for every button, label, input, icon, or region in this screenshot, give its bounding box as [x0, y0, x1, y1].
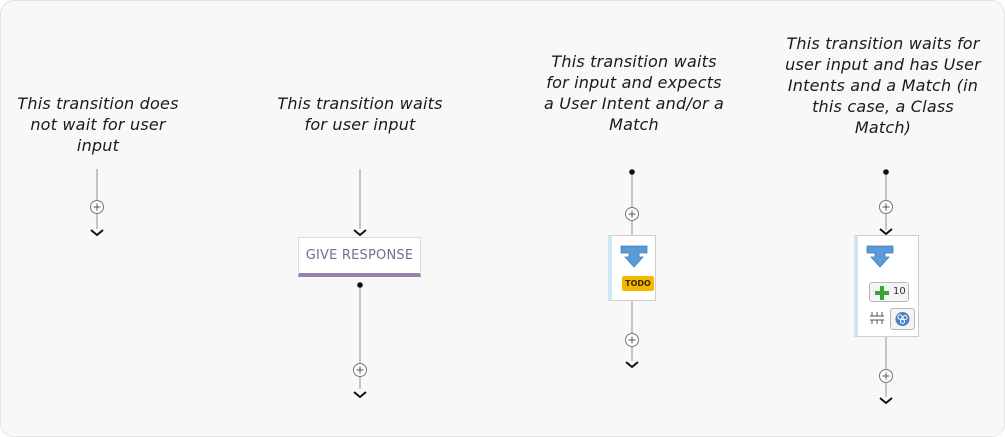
give-response-label: GIVE RESPONSE [305, 248, 414, 263]
plus-icon [875, 286, 889, 300]
flow-4 [879, 169, 893, 405]
user-intents-button[interactable]: 10 [869, 282, 909, 302]
todo-badge-label: TODO [625, 279, 651, 288]
wait-input-dot [357, 282, 363, 288]
chevron-down-icon [90, 229, 104, 237]
equalizer-icon [870, 312, 884, 324]
caption-no-wait: This transition does not wait for user i… [17, 94, 179, 155]
flow-3 [625, 169, 639, 369]
add-node-icon[interactable] [353, 363, 367, 377]
down-arrow-input-icon [620, 245, 648, 268]
caption-wait-intent: This transition waits for input and expe… [543, 52, 725, 134]
add-node-icon[interactable] [90, 200, 104, 214]
down-arrow-input-icon [866, 245, 894, 268]
chevron-down-icon [879, 397, 893, 405]
wait-input-node[interactable]: TODO [608, 235, 656, 301]
chevron-down-icon [625, 361, 639, 369]
flow-1 [90, 169, 104, 237]
add-node-icon[interactable] [625, 207, 639, 221]
intent-count: 10 [893, 286, 906, 297]
flow-2 [353, 169, 367, 399]
give-response-node[interactable]: GIVE RESPONSE [298, 237, 421, 277]
brain-icon [895, 312, 910, 326]
chevron-down-icon [353, 391, 367, 399]
add-node-icon[interactable] [879, 200, 893, 214]
wait-input-dot [629, 169, 635, 175]
caption-wait: This transition waits for user input [277, 94, 443, 134]
wait-input-dot [883, 169, 889, 175]
todo-badge: TODO [622, 276, 654, 291]
add-node-icon[interactable] [625, 333, 639, 347]
add-node-icon[interactable] [879, 369, 893, 383]
chevron-down-icon [879, 228, 893, 236]
chevron-down-icon [353, 229, 367, 237]
caption-wait-intent-match: This transition waits for user input and… [785, 34, 981, 137]
wait-input-match-node[interactable]: 10 [854, 235, 919, 337]
class-match-button[interactable] [890, 308, 915, 330]
